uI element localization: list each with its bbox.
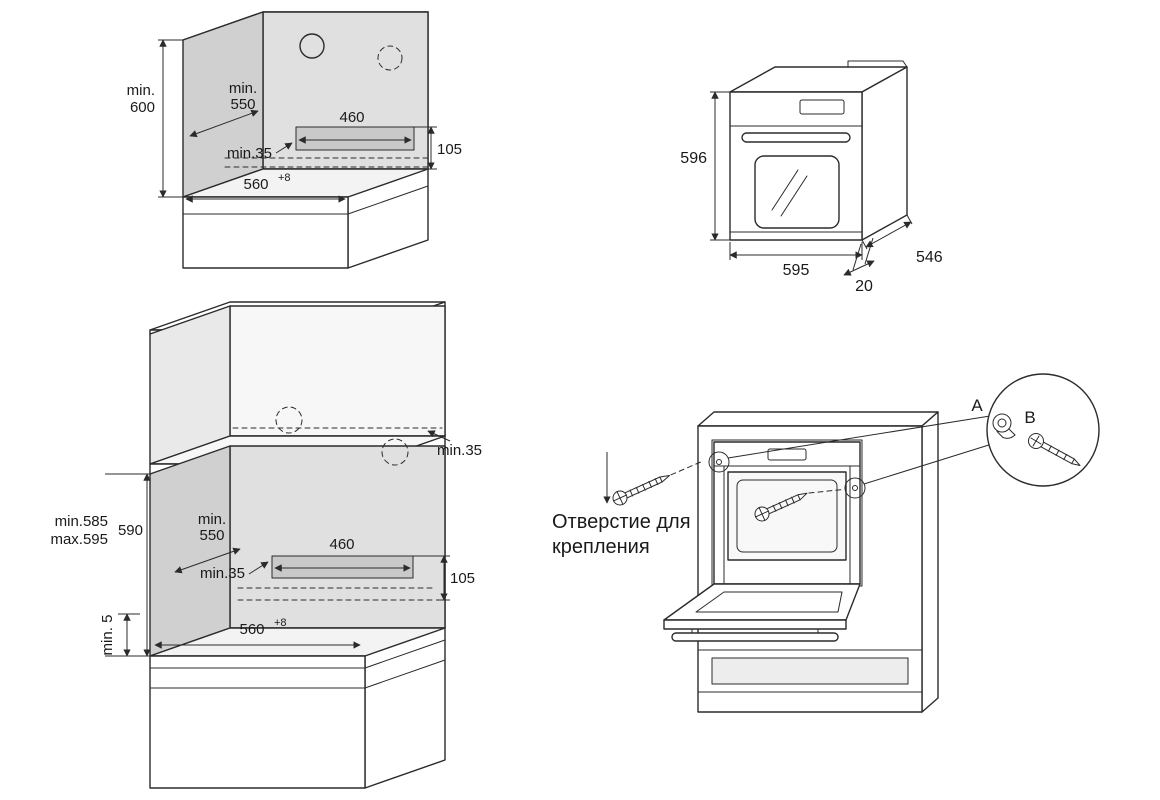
shelf-vent-hole-dashed	[275, 406, 303, 434]
oven-body	[729, 60, 908, 241]
dim-596-label: 596	[680, 150, 707, 167]
open-oven-door	[663, 583, 861, 642]
dim-min-600: min. 600	[127, 39, 183, 198]
dim-min550-label-2: 550	[230, 96, 255, 113]
dim-20: 20	[843, 237, 875, 295]
screw-right	[754, 489, 844, 522]
dim-460: 460	[298, 109, 412, 144]
dim-min585-label: min.585	[55, 513, 108, 530]
dim-min550: min. 550	[174, 511, 241, 574]
dim-560: 560 +8	[154, 617, 361, 649]
dim-min5: min. 5	[99, 613, 140, 657]
mounting-diagram: A B Отверстие для крепления	[552, 373, 1100, 713]
dim-595: 595	[729, 242, 863, 279]
dim-546-label: 546	[916, 249, 943, 266]
column-cabinet-body	[149, 301, 446, 789]
dim-min550-label-1: min.	[198, 511, 226, 528]
part-b-label: B	[1024, 408, 1035, 427]
screw-b	[1028, 433, 1081, 466]
fastener-detail-circle	[986, 373, 1100, 487]
side-vent-hole-dashed	[381, 438, 409, 466]
dim-20-label: 20	[855, 278, 873, 295]
dim-min5-label: min. 5	[99, 615, 116, 656]
dim-min600-label-1: min.	[127, 82, 155, 99]
part-a-label: A	[971, 396, 983, 415]
column-cabinet-diagram: min.35 460 min.35 105 min. 550	[50, 301, 482, 789]
mounted-oven-front	[713, 441, 861, 585]
caption-line-1: Отверстие для	[552, 511, 691, 533]
dim-460: 460	[274, 536, 411, 572]
oven-diagram: 596 595 546 20	[680, 60, 943, 295]
dim-595-label: 595	[783, 262, 810, 279]
bushing-a	[992, 413, 1016, 439]
dim-546: 546	[861, 214, 943, 266]
base-drawer-slot	[711, 657, 909, 685]
dim-560: 560 +8	[185, 172, 346, 203]
dim-560-tolerance: +8	[274, 617, 287, 629]
dim-min35-label: min.35	[227, 145, 272, 162]
dim-560-tolerance: +8	[278, 172, 291, 184]
mounting-hole-right	[844, 477, 866, 499]
dim-min-35: min.35	[227, 142, 293, 162]
oven-door-glass	[754, 155, 840, 229]
dim-105: 105	[413, 555, 475, 601]
caption-group: Отверстие для крепления	[552, 452, 691, 558]
mounting-hole-left	[708, 451, 730, 473]
dim-105-label: 105	[450, 570, 475, 587]
oven-handle	[741, 132, 851, 143]
side-vent-hole-dashed	[377, 45, 403, 71]
dim-max595-label: max.595	[50, 531, 108, 548]
oven-cavity	[727, 471, 847, 561]
vent-hole	[299, 33, 325, 59]
dim-min-550: min. 550	[189, 80, 259, 138]
dim-min600-label-2: 600	[130, 99, 155, 116]
caption-line-2: крепления	[552, 536, 650, 558]
screw-left	[612, 460, 704, 506]
dim-min35-top: min.35	[427, 430, 482, 459]
dim-min35-top-label: min.35	[437, 442, 482, 459]
detail-leader-left	[727, 415, 991, 459]
dim-460-label: 460	[329, 536, 354, 553]
dim-596: 596	[680, 91, 730, 241]
detail-leader-right	[863, 443, 993, 485]
dim-105-label: 105	[437, 141, 462, 158]
dim-min35-inner-label: min.35	[200, 565, 245, 582]
oven-display	[799, 99, 845, 115]
dim-105: 105	[414, 126, 462, 170]
dim-590-label: 590	[118, 522, 143, 539]
door-handle	[671, 632, 839, 642]
dim-560-label: 560	[243, 176, 268, 193]
dim-560-label: 560	[239, 621, 264, 638]
dim-460-label: 460	[339, 109, 364, 126]
upper-cabinet-diagram: min. 600 min. 550 460 min.35 105 560 +8	[127, 11, 462, 269]
dim-min550-label-1: min.	[229, 80, 257, 97]
dim-min550-label-2: 550	[199, 527, 224, 544]
